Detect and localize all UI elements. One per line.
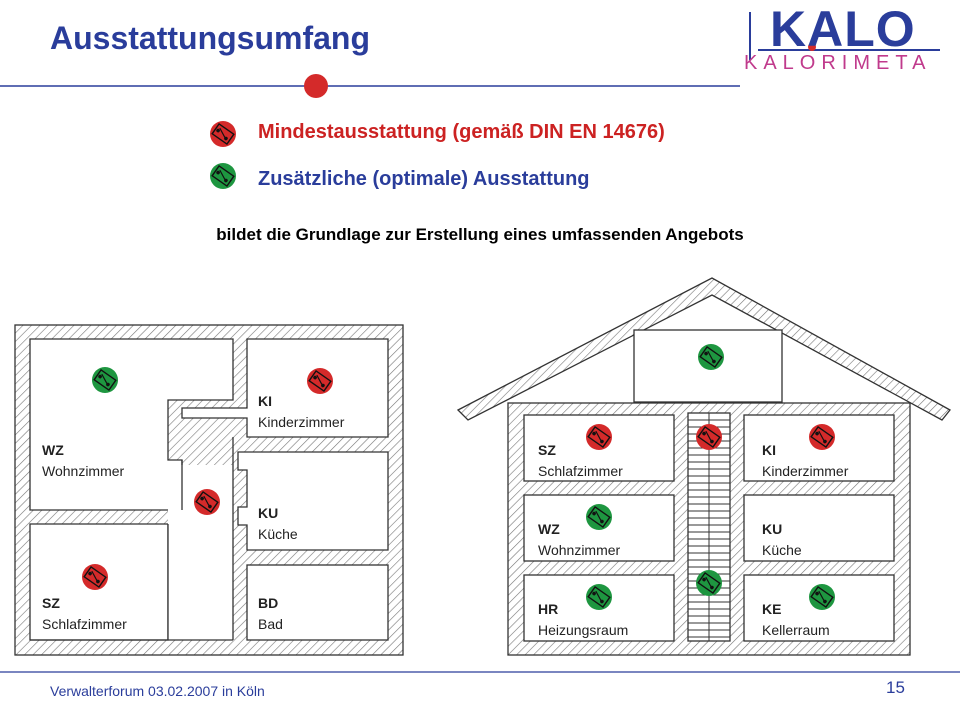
house-plan (456, 277, 951, 656)
room-name: Kinderzimmer (258, 414, 345, 430)
house-attic-green-detector-icon (697, 343, 725, 371)
apartment-room-ki: KI Kinderzimmer (258, 391, 344, 433)
apartment-room-wz: WZ Wohnzimmer (42, 440, 124, 482)
room-code: BD (258, 595, 279, 611)
room-name: Kellerraum (762, 622, 830, 638)
apartment-plan (14, 324, 404, 656)
house-room-wz: WZ Wohnzimmer (538, 519, 620, 561)
header-red-dot (304, 74, 328, 98)
apartment-room-bd: BD Bad (258, 593, 283, 635)
logo-kalo: KALO (770, 1, 916, 57)
apartment-sz-red-detector-icon (81, 563, 109, 591)
room-name: Wohnzimmer (538, 542, 621, 558)
logo-dot (808, 43, 816, 51)
apartment-room-ku: KU Küche (258, 503, 298, 545)
legend-red-detector-icon (209, 120, 237, 148)
room-code: SZ (42, 595, 60, 611)
room-code: SZ (538, 442, 556, 458)
room-code: WZ (42, 442, 64, 458)
logo-kalorimeta: KALORIMETA (744, 52, 932, 74)
legend-additional: Zusätzliche (optimale) Ausstattung (258, 168, 590, 190)
room-code: KI (258, 393, 272, 409)
house-stair-green-detector-icon (695, 569, 723, 597)
legend-green-detector-icon (209, 162, 237, 190)
page-title: Ausstattungsumfang (50, 20, 370, 56)
room-name: Heizungsraum (538, 622, 629, 638)
page-number: 15 (886, 678, 905, 697)
house-stair-red-detector-icon (695, 423, 723, 451)
room-name: Schlafzimmer (42, 616, 127, 632)
room-code: KI (762, 442, 776, 458)
room-code: WZ (538, 521, 560, 537)
house-room-hr: HR Heizungsraum (538, 599, 628, 641)
room-name: Kinderzimmer (762, 463, 849, 479)
apartment-hall-red-detector-icon (193, 488, 221, 516)
footer-text: Verwalterforum 03.02.2007 in Köln (50, 683, 265, 699)
house-room-ke: KE Kellerraum (762, 599, 830, 641)
room-code: HR (538, 601, 559, 617)
room-name: Schlafzimmer (538, 463, 623, 479)
room-code: KU (762, 521, 783, 537)
room-code: KU (258, 505, 279, 521)
room-name: Bad (258, 616, 283, 632)
house-room-sz: SZ Schlafzimmer (538, 440, 623, 482)
house-room-ku: KU Küche (762, 519, 802, 561)
house-room-ki: KI Kinderzimmer (762, 440, 848, 482)
room-name: Wohnzimmer (42, 463, 125, 479)
room-code: KE (762, 601, 782, 617)
apartment-room-sz: SZ Schlafzimmer (42, 593, 127, 635)
room-name: Küche (762, 542, 802, 558)
apartment-wz-green-detector-icon (91, 366, 119, 394)
room-name: Küche (258, 526, 298, 542)
subtitle: bildet die Grundlage zur Erstellung eine… (216, 225, 744, 244)
legend-minimum: Mindestausstattung (gemäß DIN EN 14676) (258, 121, 665, 143)
